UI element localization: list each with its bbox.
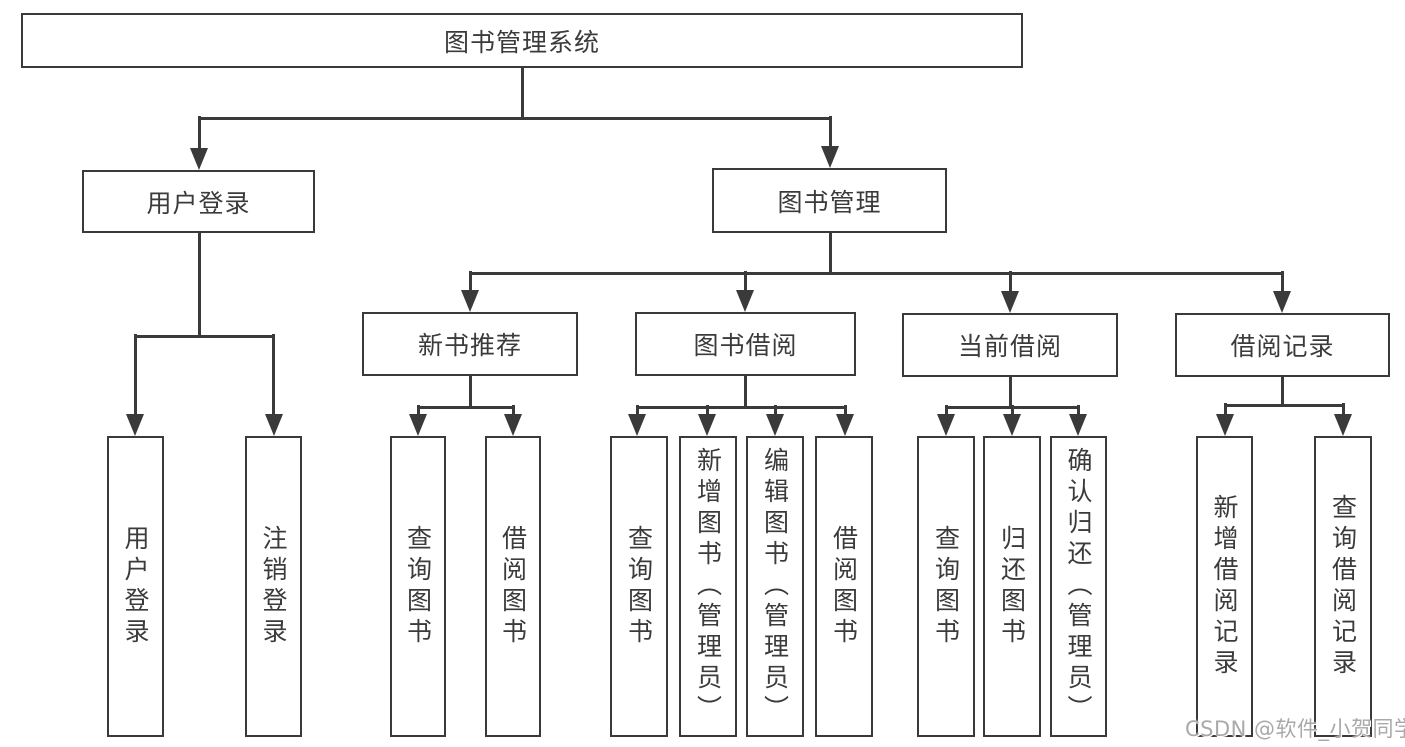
leaf-query-book-current: 查询图书 xyxy=(917,436,975,737)
arrow-head xyxy=(736,290,754,312)
leaf-query-book-recommend: 查询图书 xyxy=(390,436,446,737)
arrow-stem xyxy=(1223,403,1227,416)
connector-vline xyxy=(468,376,472,408)
arrow-head xyxy=(1334,414,1352,436)
arrow-head xyxy=(190,148,208,170)
node-book-borrow: 图书借阅 xyxy=(635,312,856,376)
connector-hline xyxy=(468,271,1284,275)
arrow-head xyxy=(1003,414,1021,436)
node-root: 图书管理系统 xyxy=(21,13,1023,68)
arrow-stem xyxy=(1341,403,1345,416)
arrow-stem xyxy=(1010,405,1014,416)
connector-vline xyxy=(1008,377,1012,408)
leaf-borrow-book-recommend: 借阅图书 xyxy=(485,436,541,737)
leaf-query-borrow-record-label: 查询借阅记录 xyxy=(1328,493,1358,680)
arrow-head xyxy=(264,414,283,436)
leaf-borrow-book-recommend-label: 借阅图书 xyxy=(498,524,528,649)
node-new-book-recommend-label: 新书推荐 xyxy=(417,331,522,360)
connector-hline xyxy=(635,405,847,409)
arrow-head xyxy=(504,414,522,436)
arrow-stem xyxy=(133,334,137,416)
leaf-add-book-admin-label: 新增图书（管理员） xyxy=(693,447,723,726)
arrow-stem xyxy=(743,271,747,292)
leaf-edit-book-admin: 编辑图书（管理员） xyxy=(746,436,804,737)
leaf-borrow-book-label: 借阅图书 xyxy=(829,524,859,649)
connector-hline xyxy=(416,405,515,409)
arrow-stem xyxy=(828,116,832,148)
node-root-label: 图书管理系统 xyxy=(443,27,600,57)
arrow-stem xyxy=(272,334,275,416)
arrow-stem xyxy=(416,405,420,416)
leaf-user-login-label: 用户登录 xyxy=(121,524,150,649)
node-current-borrow-label: 当前借阅 xyxy=(957,332,1062,361)
arrow-stem xyxy=(511,405,515,416)
node-book-management-label: 图书管理 xyxy=(777,187,882,217)
arrow-stem xyxy=(468,271,472,292)
connector-vline xyxy=(743,376,747,408)
leaf-logout: 注销登录 xyxy=(245,436,302,737)
node-new-book-recommend: 新书推荐 xyxy=(362,312,578,376)
leaf-confirm-return-admin-label: 确认归还（管理员） xyxy=(1064,447,1093,726)
leaf-add-book-admin: 新增图书（管理员） xyxy=(679,436,737,737)
node-borrow-record: 借阅记录 xyxy=(1175,313,1390,377)
arrow-stem xyxy=(1076,405,1080,416)
arrow-stem xyxy=(1008,271,1012,293)
node-user-login: 用户登录 xyxy=(82,170,315,233)
leaf-borrow-book: 借阅图书 xyxy=(815,436,873,737)
arrow-stem xyxy=(705,405,709,416)
arrow-head xyxy=(1001,291,1019,313)
node-borrow-record-label: 借阅记录 xyxy=(1230,332,1335,361)
arrow-stem xyxy=(944,405,948,416)
arrow-stem xyxy=(773,405,777,416)
leaf-query-book-borrow: 查询图书 xyxy=(610,436,668,737)
arrow-stem xyxy=(635,405,639,416)
connector-vline xyxy=(197,233,201,337)
leaf-query-book-borrow-label: 查询图书 xyxy=(624,524,654,649)
leaf-edit-book-admin-label: 编辑图书（管理员） xyxy=(760,447,790,726)
connector-vline xyxy=(520,68,524,118)
leaf-query-book-recommend-label: 查询图书 xyxy=(403,524,433,649)
arrow-head xyxy=(1273,291,1291,313)
leaf-query-borrow-record: 查询借阅记录 xyxy=(1314,436,1372,737)
leaf-confirm-return-admin: 确认归还（管理员） xyxy=(1050,436,1107,737)
arrow-head xyxy=(821,146,839,168)
connector-vline xyxy=(1280,377,1284,406)
connector-hline xyxy=(197,116,832,120)
node-book-borrow-label: 图书借阅 xyxy=(693,331,798,360)
arrow-head xyxy=(937,414,955,436)
connector-vline xyxy=(828,233,832,275)
leaf-add-borrow-record: 新增借阅记录 xyxy=(1196,436,1253,737)
arrow-head xyxy=(1216,414,1234,436)
leaf-user-login: 用户登录 xyxy=(107,436,164,737)
arrow-head xyxy=(698,414,716,436)
connector-hline xyxy=(1223,403,1345,407)
arrow-stem xyxy=(1280,271,1284,293)
node-book-management: 图书管理 xyxy=(712,168,947,233)
arrow-head xyxy=(1069,414,1087,436)
arrow-head xyxy=(628,414,646,436)
arrow-head xyxy=(766,414,784,436)
connector-hline xyxy=(133,334,275,338)
node-user-login-label: 用户登录 xyxy=(146,188,251,218)
arrow-head xyxy=(461,290,479,312)
arrow-stem xyxy=(843,405,847,416)
arrow-stem xyxy=(197,116,201,150)
leaf-add-borrow-record-label: 新增借阅记录 xyxy=(1210,493,1239,680)
leaf-return-book: 归还图书 xyxy=(983,436,1041,737)
leaf-query-book-current-label: 查询图书 xyxy=(931,524,961,649)
arrow-head xyxy=(409,414,427,436)
leaf-logout-label: 注销登录 xyxy=(259,524,288,649)
leaf-return-book-label: 归还图书 xyxy=(997,524,1027,649)
node-current-borrow: 当前借阅 xyxy=(902,313,1118,377)
arrow-head xyxy=(126,414,144,436)
csdn-watermark: CSDN @软件_小贺同学 xyxy=(1185,717,1405,741)
arrow-head xyxy=(836,414,854,436)
